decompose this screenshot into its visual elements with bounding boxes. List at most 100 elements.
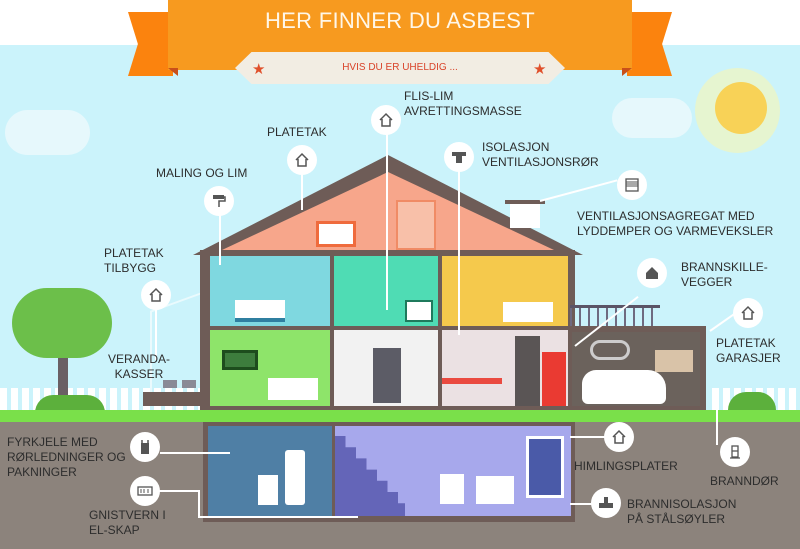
- washing-machine: [440, 474, 464, 504]
- fire-door-marker[interactable]: [720, 437, 750, 467]
- label-line: VENTILASJONSAGREGAT MED: [577, 209, 755, 223]
- bush-right: [728, 392, 776, 410]
- label-garage-roof: PLATETAK GARASJER: [716, 336, 781, 366]
- ribbon-fold-left: [168, 68, 178, 76]
- bush-left: [35, 395, 105, 413]
- ceiling-tiles-marker[interactable]: [604, 422, 634, 452]
- star-icon: ★: [252, 61, 266, 78]
- wardrobe: [526, 436, 564, 498]
- house-outline-icon: [295, 152, 309, 167]
- label-ventilation-unit: VENTILASJONSAGREGAT MED LYDDEMPER OG VAR…: [577, 209, 773, 239]
- veranda-deck: [143, 392, 203, 406]
- connector-line: [219, 215, 221, 265]
- label-line: AVRETTINGSMASSE: [404, 104, 522, 118]
- house-outline-icon: [612, 429, 626, 444]
- paint-glue-marker[interactable]: [204, 186, 234, 216]
- connector-line: [301, 175, 303, 210]
- door-icon: [730, 445, 740, 459]
- connector-line: [570, 436, 612, 438]
- label-line: PLATETAK: [104, 246, 164, 260]
- tree-foliage: [12, 288, 112, 358]
- planter-box: [182, 380, 196, 388]
- connector-line: [570, 503, 602, 505]
- label-paint-glue: MALING OG LIM: [156, 166, 248, 180]
- boiler-icon: [141, 440, 149, 454]
- label-line: VERANDA-: [108, 352, 171, 366]
- label-line: GARASJER: [716, 351, 781, 365]
- label-steel-column-insulation: BRANNISOLASJON PÅ STÅLSØYLER: [627, 497, 736, 527]
- house-filled-icon: [646, 267, 658, 279]
- spark-guard-marker[interactable]: [130, 476, 160, 506]
- sofa: [268, 378, 318, 400]
- electrical-panel-icon: [137, 486, 153, 496]
- bathroom-cabinet: [405, 300, 433, 322]
- car: [582, 370, 666, 404]
- label-duct-insulation: ISOLASJON VENTILASJONSRØR: [482, 140, 599, 170]
- pipe-tee-icon: [599, 497, 613, 508]
- sun-icon: [715, 82, 767, 134]
- tile-adhesive-marker[interactable]: [371, 105, 401, 135]
- grass-strip: [0, 410, 800, 422]
- label-extension-roof: PLATETAK TILBYGG: [104, 246, 164, 276]
- label-line: FLIS-LIM: [404, 89, 454, 103]
- label-line: GNISTVERN I: [89, 508, 166, 522]
- label-line: PLATETAK: [716, 336, 776, 350]
- duct-insulation-marker[interactable]: [444, 142, 474, 172]
- label-spark-guard: GNISTVERN I EL-SKAP: [89, 508, 166, 538]
- desk: [503, 302, 553, 322]
- pipe-tee-icon: [452, 152, 466, 163]
- cloud-left: [5, 110, 90, 155]
- sheet-roof-marker[interactable]: [287, 145, 317, 175]
- label-fire-walls: BRANNSKILLE- VEGGER: [681, 260, 768, 290]
- fire-wall-marker[interactable]: [637, 258, 667, 288]
- label-tile-adhesive: FLIS-LIM AVRETTINGSMASSE: [404, 89, 522, 119]
- connector-line: [716, 405, 718, 445]
- attic-bed: [316, 221, 356, 247]
- label-boiler: FYRKJELE MED RØRLEDNINGER OG PAKNINGER: [7, 435, 126, 480]
- connector-line: [386, 130, 388, 310]
- star-icon: ★: [533, 61, 547, 78]
- connector-line: [198, 516, 358, 518]
- label-line: BRANNISOLASJON: [627, 497, 737, 511]
- kitchen-counter: [442, 378, 502, 384]
- subtitle: HVIS DU ER UHELDIG ...: [342, 62, 458, 73]
- steel-column-insulation-marker[interactable]: [591, 488, 621, 518]
- laundry-sink: [476, 476, 514, 504]
- garage-roof-marker[interactable]: [733, 298, 763, 328]
- boiler-marker[interactable]: [130, 432, 160, 462]
- attic-shelf: [396, 200, 436, 250]
- cloud-right: [612, 98, 692, 138]
- label-line: FYRKJELE MED: [7, 435, 98, 449]
- label-veranda: VERANDA- KASSER: [108, 352, 170, 382]
- carport-roof: [570, 305, 660, 329]
- label-line: PAKNINGER: [7, 465, 77, 479]
- label-line: VEGGER: [681, 275, 733, 289]
- bed: [235, 300, 285, 322]
- label-line: KASSER: [114, 367, 164, 381]
- planter-box: [163, 380, 177, 388]
- ventilation-unit-marker[interactable]: [617, 170, 647, 200]
- tool-board: [655, 350, 693, 372]
- connector-line: [458, 170, 460, 335]
- label-line: BRANNSKILLE-: [681, 260, 768, 274]
- label-line: RØRLEDNINGER OG: [7, 450, 126, 464]
- ventilation-unit-icon: [625, 178, 639, 192]
- label-ceiling-tiles: HIMLINGSPLATER: [574, 459, 678, 473]
- connector-line: [160, 452, 230, 454]
- boiler: [258, 475, 278, 505]
- tree-trunk: [58, 330, 68, 400]
- label-line: PÅ STÅLSØYLER: [627, 512, 726, 526]
- connector-line: [198, 490, 200, 518]
- fridge: [542, 352, 566, 406]
- label-line: TILBYGG: [104, 261, 157, 275]
- subtitle-banner: [235, 52, 565, 84]
- chimney-cap: [505, 200, 545, 204]
- bicycle: [590, 340, 630, 360]
- page-title: HER FINNER DU ASBEST: [264, 8, 536, 33]
- tv: [222, 350, 258, 370]
- label-line: ISOLASJON: [482, 140, 550, 154]
- front-door: [373, 348, 401, 403]
- ribbon-fold-right: [622, 68, 632, 76]
- label-line: LYDDEMPER OG VARMEVEKSLER: [577, 224, 774, 238]
- extension-roof-marker[interactable]: [141, 280, 171, 310]
